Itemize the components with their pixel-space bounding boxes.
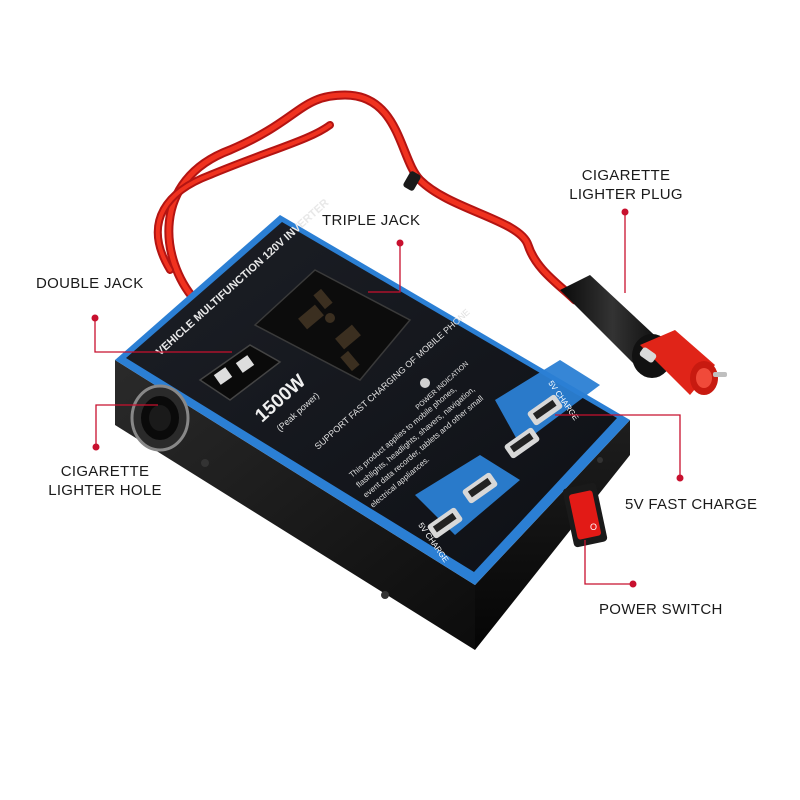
callout-dot (676, 474, 684, 482)
callout-line-2: LIGHTER HOLE (48, 482, 162, 499)
callout-cigarette-lighter-plug: CIGARETTE LIGHTER PLUG (567, 166, 685, 204)
switch-mark: O (590, 522, 597, 532)
inverter-right-side (475, 420, 630, 650)
callout-power-switch-line (584, 540, 633, 585)
callout-line-2: LIGHTER PLUG (569, 186, 683, 203)
callout-dot (91, 314, 99, 322)
callout-cigarette-lighter-hole: CIGARETTE LIGHTER HOLE (44, 462, 166, 500)
cigarette-lighter-hole (130, 384, 190, 452)
callout-double-jack: DOUBLE JACK (36, 275, 144, 292)
callout-line-1: CIGARETTE (581, 167, 671, 184)
callout-dot (92, 443, 100, 451)
cigarette-lighter-plug (560, 275, 727, 395)
callout-double-jack-line (94, 318, 232, 353)
screw (381, 591, 389, 599)
double-jack-socket (198, 344, 282, 401)
callout-triple-jack-line (368, 243, 401, 293)
power-cable (153, 90, 580, 305)
screw (201, 459, 209, 467)
callout-dot (396, 239, 404, 247)
usb-port (462, 472, 498, 504)
callout-power-switch: POWER SWITCH (599, 601, 723, 618)
inverter-front-side (115, 360, 475, 650)
callout-fast-charge: 5V FAST CHARGE (625, 496, 758, 513)
callout-dot (629, 580, 637, 588)
triple-jack-socket (253, 269, 412, 381)
callout-cigarette-hole-line (95, 404, 158, 447)
usb-port (527, 394, 563, 426)
power-switch: O (562, 482, 608, 548)
cable-clip (403, 171, 421, 191)
usb-port (504, 427, 540, 459)
screw (597, 457, 603, 463)
power-indicator-led (420, 378, 430, 388)
callout-dot (621, 208, 629, 216)
callout-triple-jack: TRIPLE JACK (322, 212, 421, 229)
usb-port (427, 507, 463, 539)
callout-line-1: CIGARETTE (60, 463, 150, 480)
callout-fast-charge-line (555, 414, 681, 478)
